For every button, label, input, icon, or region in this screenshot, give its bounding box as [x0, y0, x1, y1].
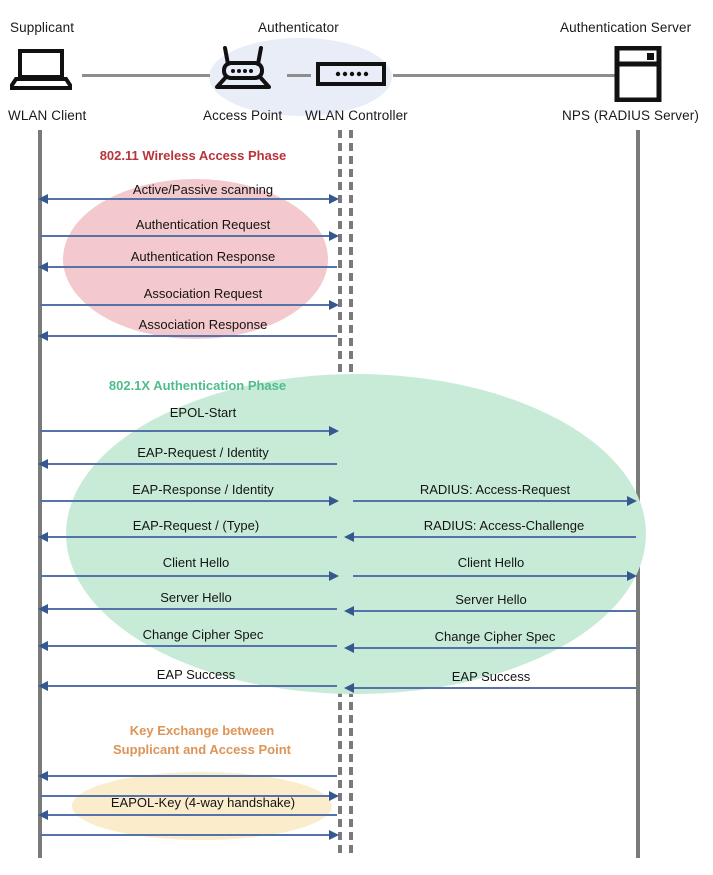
msg-label-server-hello-right: Server Hello	[455, 592, 527, 607]
wlan-controller-icon	[316, 62, 386, 91]
msg-line-radius-access-challenge	[353, 536, 636, 538]
arrow-head-radius-access-request	[627, 496, 637, 506]
msg-line-eapol-key-2	[40, 795, 337, 797]
wireless-access-point-icon	[214, 46, 272, 95]
arrow-head-eapol-key-1	[38, 771, 48, 781]
lifeline-supplicant	[38, 130, 42, 858]
msg-label-eap-success-right: EAP Success	[451, 669, 531, 684]
phase-caption-key-exchange-line2: Supplicant and Access Point	[113, 742, 291, 757]
msg-label-eap-request-type: EAP-Request / (Type)	[132, 518, 260, 533]
msg-line-eapol-key-3	[40, 814, 337, 816]
msg-line-epol-start	[40, 430, 337, 432]
actor-name-supplicant: WLAN Client	[8, 108, 87, 123]
msg-label-eap-request-identity: EAP-Request / Identity	[137, 445, 269, 460]
msg-line-association-response	[40, 335, 337, 337]
phase-blob-dot1x	[66, 374, 646, 694]
msg-line-eap-request-type	[40, 536, 337, 538]
msg-label-authentication-request: Authentication Request	[135, 217, 271, 232]
arrow-head-server-hello-left	[38, 604, 48, 614]
arrow-head-authentication-response	[38, 262, 48, 272]
arrow-head-authentication-request	[329, 231, 339, 241]
msg-label-association-response: Association Response	[138, 317, 268, 332]
actor-role-supplicant: Supplicant	[10, 20, 75, 35]
msg-label-client-hello-right: Client Hello	[457, 555, 525, 570]
msg-label-radius-access-request: RADIUS: Access-Request	[419, 482, 571, 497]
arrow-head-association-response	[38, 331, 48, 341]
msg-line-active-passive-scanning	[40, 198, 337, 200]
arrow-head-eapol-key-2	[329, 791, 339, 801]
phase-caption-dot1x: 802.1X Authentication Phase	[108, 378, 287, 393]
arrow-head-eap-success-left	[38, 681, 48, 691]
msg-line-server-hello-left	[40, 608, 337, 610]
actor-name-wlan-controller: WLAN Controller	[305, 108, 408, 123]
msg-line-change-cipher-spec-left	[40, 645, 337, 647]
arrow-head-active-passive-scanning-left	[38, 194, 48, 204]
phase-blob-wireless-access	[63, 179, 328, 339]
actor-role-authenticator: Authenticator	[258, 20, 339, 35]
link-ap-controller	[287, 74, 311, 77]
arrow-head-server-hello-right	[344, 606, 354, 616]
msg-line-authentication-request	[40, 235, 337, 237]
msg-line-eap-response-identity	[40, 500, 337, 502]
arrow-head-change-cipher-spec-right	[344, 643, 354, 653]
arrow-head-client-hello-left	[329, 571, 339, 581]
msg-line-eap-success-right	[353, 687, 636, 689]
link-controller-server	[393, 74, 615, 77]
msg-line-authentication-response	[40, 266, 337, 268]
arrow-head-association-request	[329, 300, 339, 310]
arrow-head-active-passive-scanning-right	[329, 194, 339, 204]
laptop-icon	[6, 48, 76, 95]
msg-line-server-hello-right	[353, 610, 636, 612]
arrow-head-eapol-key-4	[329, 830, 339, 840]
msg-line-eap-request-identity	[40, 463, 337, 465]
msg-label-radius-access-challenge: RADIUS: Access-Challenge	[423, 518, 585, 533]
server-rack-icon	[614, 45, 662, 107]
actor-name-access-point: Access Point	[203, 108, 283, 123]
arrow-head-change-cipher-spec-left	[38, 641, 48, 651]
msg-line-client-hello-right	[353, 575, 628, 577]
msg-line-eapol-key-4	[40, 834, 337, 836]
arrow-head-client-hello-right	[627, 571, 637, 581]
link-client-ap	[82, 74, 210, 77]
msg-label-active-passive-scanning: Active/Passive scanning	[132, 182, 274, 197]
arrow-head-eap-success-right	[344, 683, 354, 693]
arrow-head-eap-request-identity	[38, 459, 48, 469]
msg-label-eap-response-identity: EAP-Response / Identity	[132, 482, 274, 497]
phase-blob-key-exchange	[72, 772, 332, 840]
phase-caption-wireless-access: 802.11 Wireless Access Phase	[99, 148, 287, 163]
msg-line-eap-success-left	[40, 685, 337, 687]
msg-label-eap-success-left: EAP Success	[156, 667, 236, 682]
actor-role-auth-server: Authentication Server	[560, 20, 692, 35]
phase-caption-key-exchange-line1: Key Exchange between	[129, 723, 275, 738]
msg-line-client-hello-left	[40, 575, 337, 577]
arrow-head-epol-start	[329, 426, 339, 436]
msg-line-eapol-key-1	[40, 775, 337, 777]
msg-label-change-cipher-spec-left: Change Cipher Spec	[142, 627, 264, 642]
arrow-head-radius-access-challenge	[344, 532, 354, 542]
arrow-head-eapol-key-3	[38, 810, 48, 820]
msg-label-epol-start: EPOL-Start	[169, 405, 237, 420]
actor-name-auth-server: NPS (RADIUS Server)	[562, 108, 699, 123]
msg-label-server-hello-left: Server Hello	[160, 590, 232, 605]
msg-line-radius-access-request	[353, 500, 628, 502]
msg-label-authentication-response: Authentication Response	[130, 249, 276, 264]
msg-line-association-request	[40, 304, 337, 306]
msg-label-association-request: Association Request	[143, 286, 263, 301]
msg-label-change-cipher-spec-right: Change Cipher Spec	[434, 629, 556, 644]
msg-label-eapol-key-handshake: EAPOL-Key (4-way handshake)	[110, 795, 296, 810]
arrow-head-eap-response-identity	[329, 496, 339, 506]
arrow-head-eap-request-type	[38, 532, 48, 542]
msg-label-client-hello-left: Client Hello	[162, 555, 230, 570]
msg-line-change-cipher-spec-right	[353, 647, 636, 649]
lifeline-auth-server	[636, 130, 640, 858]
